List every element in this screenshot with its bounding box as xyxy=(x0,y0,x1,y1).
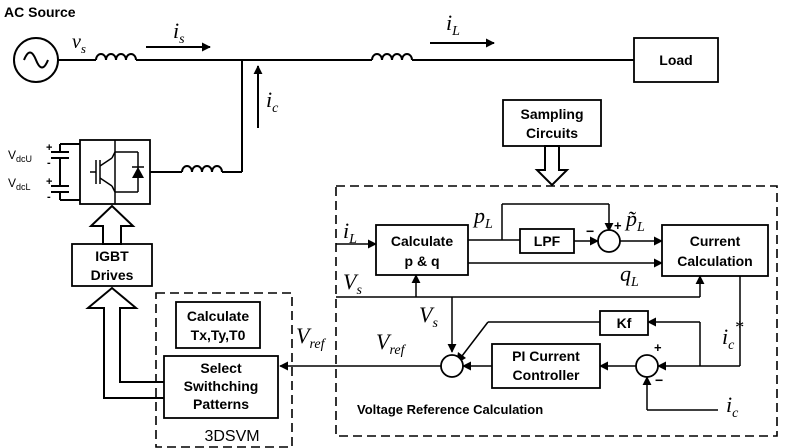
vref-calc-region xyxy=(335,185,778,437)
sampling-circuits-box xyxy=(502,99,602,147)
ic-ref-label: ic* xyxy=(722,317,743,353)
calc-pq-label-2: p & q xyxy=(405,253,440,269)
load-box xyxy=(633,37,719,83)
svm-region xyxy=(155,292,293,448)
il-input-label: iL xyxy=(343,218,357,247)
kf-label: Kf xyxy=(617,315,632,331)
pi-label-2: Controller xyxy=(513,367,580,383)
igbt-drives-label-1: IGBT xyxy=(95,248,129,264)
calc-pq-box xyxy=(375,224,469,276)
current-calc-box xyxy=(661,224,769,277)
calc-timing-label-2: Tx,Ty,T0 xyxy=(191,327,246,343)
lpf-sum-minus: − xyxy=(586,223,594,239)
inverter-inductor-icon xyxy=(181,165,223,173)
pi-sum-minus: − xyxy=(655,372,663,388)
dc-link-capacitors-icon xyxy=(51,143,80,201)
dc-lower-voltage-label: VdcL xyxy=(8,176,31,192)
pi-sum-plus: + xyxy=(654,340,662,355)
dc-upper-voltage-label: VdcU xyxy=(8,148,32,164)
patterns-to-drives-arrow xyxy=(85,286,164,399)
calc-timing-box xyxy=(175,301,261,349)
source-voltage-label: vs xyxy=(72,31,86,56)
ql-label: qL xyxy=(620,261,639,290)
igbt-drives-label-2: Drives xyxy=(91,267,134,283)
select-label-3: Patterns xyxy=(193,396,249,412)
dc-upper-plus: + xyxy=(46,142,52,154)
drives-to-switch-arrow xyxy=(88,204,136,245)
load-current-label: iL xyxy=(446,10,460,39)
select-label-2: Swithching xyxy=(184,378,259,394)
vs-input-label: Vs xyxy=(343,269,362,298)
sampling-label-2: Circuits xyxy=(526,125,578,141)
vref-calc-region-label: Voltage Reference Calculation xyxy=(357,402,543,417)
pi-label-1: PI Current xyxy=(512,348,580,364)
lpf-sum-junction xyxy=(597,229,621,253)
vref-sum-junction xyxy=(440,354,464,378)
ac-source-label: AC Source xyxy=(4,4,76,20)
load-inductor-icon xyxy=(371,53,413,61)
current-calc-label-1: Current xyxy=(690,233,741,249)
lpf-box xyxy=(519,228,575,254)
vref-mid-label: Vref xyxy=(376,329,407,358)
dc-upper-minus: - xyxy=(47,157,51,169)
source-current-label: is xyxy=(173,18,185,47)
load-label: Load xyxy=(659,52,692,68)
pl-tilde-label: p̃L xyxy=(624,206,645,235)
comp-current-label: ic xyxy=(266,87,279,116)
lpf-sum-plus: + xyxy=(614,218,622,233)
select-label-1: Select xyxy=(200,360,242,376)
ac-source-icon xyxy=(13,37,59,83)
select-patterns-box xyxy=(163,355,279,419)
calc-pq-label-1: Calculate xyxy=(391,233,453,249)
kf-box xyxy=(599,310,649,336)
current-calc-label-2: Calculation xyxy=(677,253,752,269)
vs-mid-label: Vs xyxy=(419,302,438,331)
ic-input-label: ic xyxy=(726,392,739,421)
calc-timing-label-1: Calculate xyxy=(187,308,249,324)
sampling-output-arrow xyxy=(534,145,570,187)
dc-lower-minus: - xyxy=(47,191,51,203)
lpf-label: LPF xyxy=(534,233,561,249)
igbt-icon xyxy=(90,140,144,204)
source-inductor-icon xyxy=(95,53,137,61)
dc-lower-plus: + xyxy=(46,176,52,188)
vref-out-label: Vref xyxy=(296,323,327,352)
svm-region-label: 3DSVM xyxy=(204,428,259,445)
pl-label: pL xyxy=(472,203,493,232)
sampling-label-1: Sampling xyxy=(520,106,583,122)
